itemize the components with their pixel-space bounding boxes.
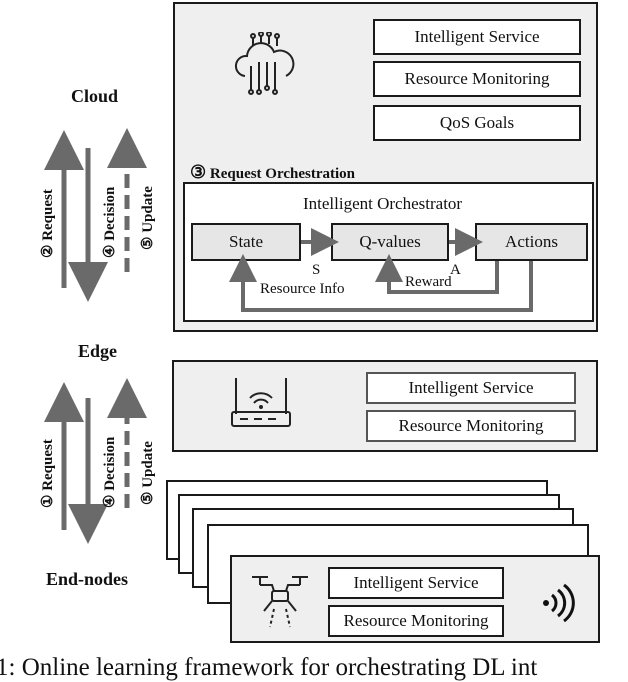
edge-panel: Intelligent Service Resource Monitoring <box>172 360 598 452</box>
update-label-bottom: ⑤ Update <box>140 441 156 505</box>
resource-info-label: Resource Info <box>260 281 345 297</box>
cloud-label: Cloud <box>71 86 119 106</box>
edge-resource-monitoring-box: Resource Monitoring <box>366 410 576 442</box>
orchestration-heading: ③ Request Orchestration <box>190 162 355 183</box>
router-icon <box>231 378 291 427</box>
end-node-panel: Intelligent Service Resource Monitoring <box>230 555 600 643</box>
end-nodes-label: End-nodes <box>46 569 129 589</box>
end-resource-monitoring-box: Resource Monitoring <box>328 605 504 637</box>
orchestrator-flow-arrows <box>229 228 533 312</box>
orchestration-label: Request Orchestration <box>209 166 356 182</box>
actions-box: Actions <box>475 223 588 261</box>
intelligent-orchestrator-box: Intelligent Orchestrator State Q-values … <box>183 182 594 322</box>
orchestrator-title: Intelligent Orchestrator <box>303 194 463 213</box>
cloud-ai-icon <box>235 32 295 95</box>
decision-label-top: ④ Decision <box>102 186 118 258</box>
end-intelligent-service-box: Intelligent Service <box>328 567 504 599</box>
orchestration-number: ③ <box>190 162 207 182</box>
s-label: S <box>312 262 321 278</box>
request-label-top: ② Request <box>40 189 56 258</box>
edge-label: Edge <box>78 341 118 361</box>
cloud-intelligent-service-box: Intelligent Service <box>373 19 581 55</box>
a-label: A <box>450 262 461 278</box>
cloud-resource-monitoring-box: Resource Monitoring <box>373 61 581 97</box>
cloud-panel: Intelligent Service Resource Monitoring … <box>173 2 598 332</box>
edge-intelligent-service-box: Intelligent Service <box>366 372 576 404</box>
update-label-top: ⑤ Update <box>140 186 156 250</box>
reward-label: Reward <box>405 274 452 290</box>
cloud-qos-goals-box: QoS Goals <box>373 105 581 141</box>
decision-label-bottom: ④ Decision <box>102 436 118 508</box>
wireless-signal-icon <box>543 583 575 623</box>
drone-icon <box>252 576 308 628</box>
figure-caption: 1: Online learning framework for orchest… <box>0 654 538 681</box>
request-label-bottom: ① Request <box>40 439 56 508</box>
